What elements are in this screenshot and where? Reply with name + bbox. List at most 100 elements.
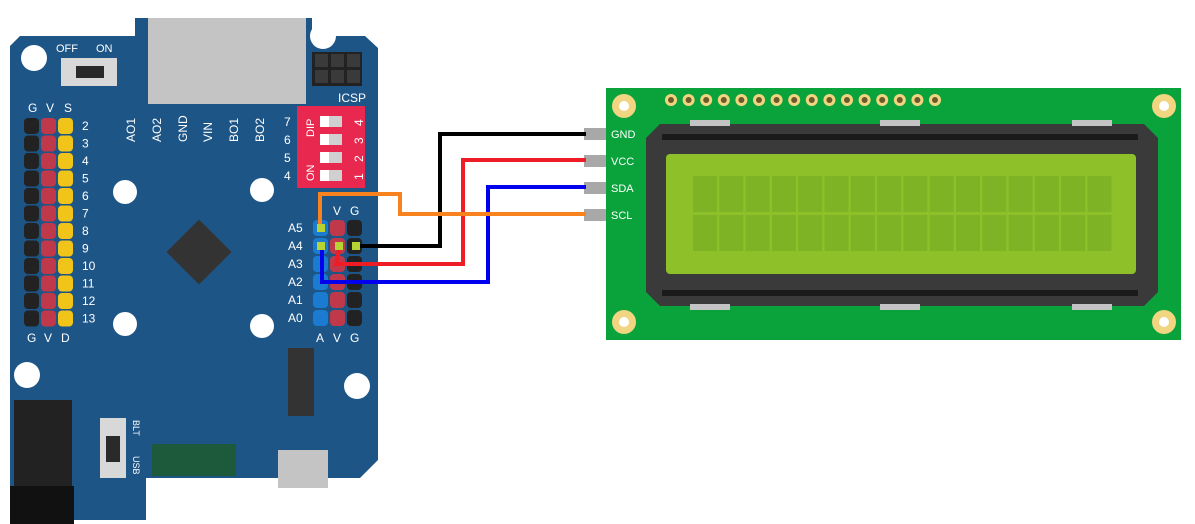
lcd-character-cell bbox=[903, 176, 928, 212]
digital-header-pin bbox=[24, 135, 39, 152]
voltage-regulator bbox=[288, 348, 314, 416]
wire-vcc bbox=[333, 158, 586, 266]
lcd-pin-label: SDA bbox=[611, 183, 634, 195]
lcd-top-pin-hole bbox=[932, 97, 938, 103]
lcd-top-pin-hole bbox=[791, 97, 798, 103]
top-label: GND bbox=[176, 115, 190, 142]
dip-toggle[interactable] bbox=[320, 152, 342, 163]
icsp-label: ICSP bbox=[338, 91, 366, 105]
lcd-i2c-pin bbox=[584, 209, 606, 221]
wire-endpoint-gnd bbox=[352, 242, 360, 250]
power-jack bbox=[14, 400, 72, 490]
power-switch-knob bbox=[76, 66, 104, 78]
dip-left-number: 6 bbox=[284, 133, 291, 147]
dip-toggle[interactable] bbox=[320, 116, 342, 127]
lcd-character-cell bbox=[1008, 176, 1033, 212]
digital-header-pin bbox=[41, 205, 56, 222]
digital-header-pin bbox=[58, 293, 73, 309]
lcd-clip bbox=[1072, 120, 1112, 126]
digital-header-pin bbox=[24, 310, 39, 327]
lcd-top-pin-hole bbox=[844, 97, 850, 103]
analog-header-pin bbox=[330, 310, 345, 326]
power-switch-on-label: ON bbox=[96, 43, 113, 55]
digital-pin-label: 7 bbox=[82, 207, 89, 221]
analog-header-pin bbox=[347, 220, 362, 236]
dip-toggle[interactable] bbox=[320, 170, 342, 181]
lcd-pin-label: VCC bbox=[611, 156, 634, 168]
lcd-pin-label: SCL bbox=[611, 210, 632, 222]
lcd-character-cell bbox=[850, 176, 875, 212]
lcd-character-cell bbox=[824, 176, 849, 212]
digital-pin-label: 13 bbox=[82, 312, 96, 326]
lcd-character-cells bbox=[693, 176, 1112, 251]
lcd-character-cell bbox=[1034, 215, 1059, 251]
digital-header-g-bottom-label: G bbox=[27, 331, 36, 345]
lcd-character-cell bbox=[956, 215, 980, 251]
digital-pin-label: 11 bbox=[82, 277, 95, 291]
digital-header bbox=[24, 118, 73, 327]
digital-header-pin bbox=[58, 153, 73, 169]
lcd-i2c-pins bbox=[584, 128, 606, 221]
digital-pin-label: 2 bbox=[82, 119, 89, 133]
mounting-hole bbox=[310, 23, 336, 49]
lcd-mount-hole bbox=[1159, 101, 1169, 111]
digital-header-pin bbox=[58, 118, 73, 134]
digital-header-pin bbox=[24, 223, 39, 239]
lcd-top-pin-hole bbox=[685, 97, 692, 103]
lcd-character-cell bbox=[877, 215, 902, 251]
lcd-character-cell bbox=[824, 215, 849, 251]
lcd-i2c-pin bbox=[584, 155, 606, 167]
lcd-top-pins bbox=[665, 94, 941, 106]
top-label: VIN bbox=[201, 122, 215, 142]
digital-pin-label: 10 bbox=[82, 259, 96, 273]
lcd-character-cell bbox=[982, 176, 1007, 212]
microcontroller-chip bbox=[166, 219, 232, 285]
lcd-top-pin-hole bbox=[720, 97, 727, 103]
dip-toggles bbox=[320, 116, 342, 181]
dip-left-number: 5 bbox=[284, 151, 291, 165]
dip-toggle-knob bbox=[320, 152, 329, 163]
dip-toggle-knob bbox=[320, 170, 329, 181]
digital-header-pin bbox=[24, 205, 39, 222]
dip-right-number: 4 bbox=[352, 119, 366, 126]
digital-header-pin bbox=[41, 293, 56, 309]
analog-pin-label: A3 bbox=[288, 257, 303, 271]
lcd-character-cell bbox=[1008, 215, 1033, 251]
analog-pin-label: A2 bbox=[288, 275, 303, 289]
lcd-bezel-bar bbox=[662, 134, 1138, 140]
blt-label: BLT bbox=[131, 420, 141, 436]
lcd-character-cell bbox=[877, 176, 902, 212]
digital-header-g-label: G bbox=[28, 101, 37, 115]
digital-header-pin bbox=[58, 188, 73, 204]
dip-toggle-knob bbox=[320, 134, 329, 145]
analog-header-pin bbox=[313, 310, 328, 326]
dip-on-label: ON bbox=[305, 164, 317, 181]
lcd-clip bbox=[880, 304, 920, 310]
analog-header-v-label: V bbox=[333, 204, 341, 218]
dip-toggle[interactable] bbox=[320, 134, 342, 145]
digital-header-v-bottom-label: V bbox=[44, 331, 52, 345]
lcd-character-cell bbox=[771, 176, 796, 212]
lcd-top-pin-hole bbox=[756, 97, 762, 103]
digital-header-pin bbox=[24, 188, 39, 204]
analog-pin-label: A4 bbox=[288, 239, 303, 253]
lcd-character-cell bbox=[693, 176, 717, 212]
lcd-character-cell bbox=[745, 176, 770, 212]
lcd-clip bbox=[1072, 304, 1112, 310]
digital-header-pin bbox=[41, 258, 56, 274]
lcd-character-cell bbox=[1087, 176, 1112, 212]
digital-pin-label: 3 bbox=[82, 137, 89, 151]
lcd-i2c-pin bbox=[584, 182, 606, 194]
digital-header-pin bbox=[24, 118, 39, 134]
lcd-screen bbox=[666, 154, 1136, 274]
analog-pin-label: A5 bbox=[288, 221, 303, 235]
lcd-mount-hole bbox=[619, 317, 629, 327]
mounting-hole bbox=[250, 314, 274, 338]
lcd-character-cell bbox=[1087, 215, 1112, 251]
lcd-top-pin-hole bbox=[826, 97, 833, 103]
